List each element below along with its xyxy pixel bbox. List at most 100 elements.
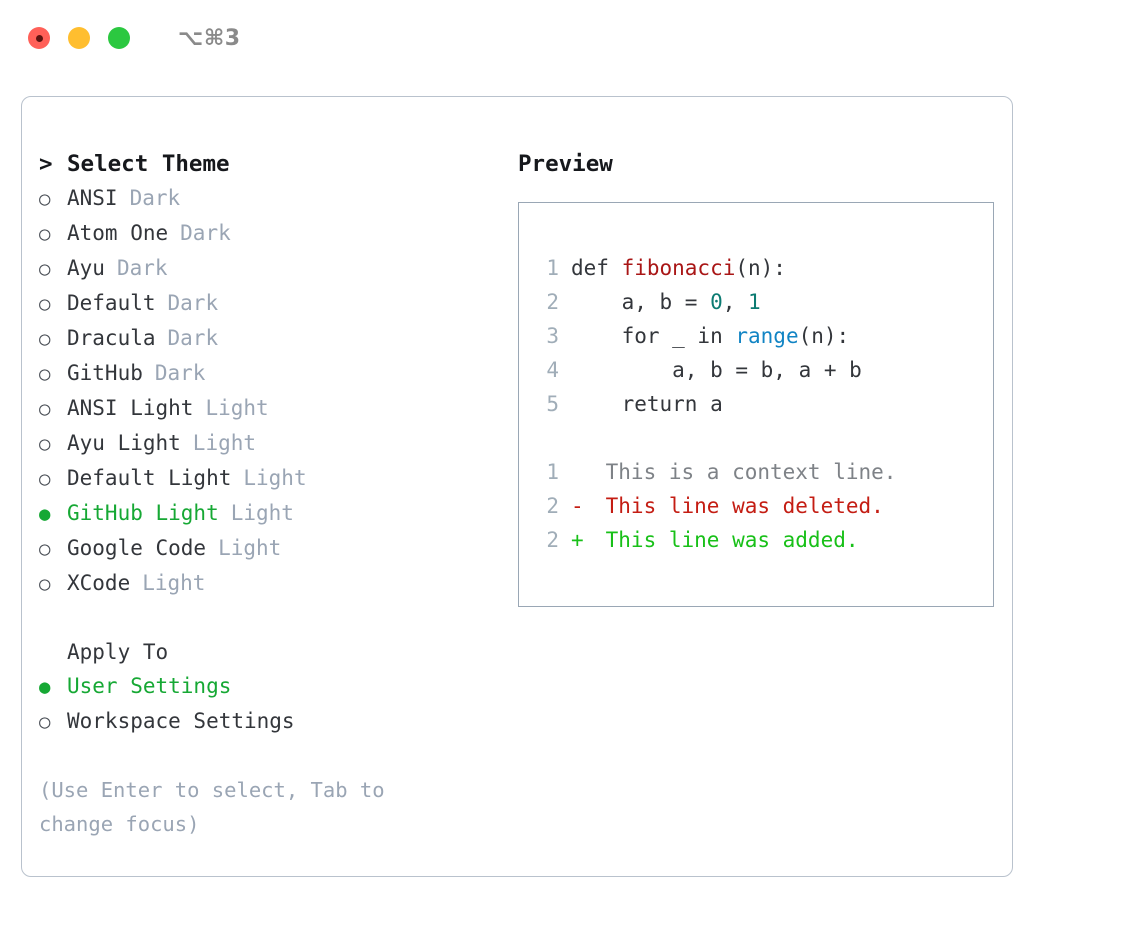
diff-line: 1 This is a context line. — [533, 455, 993, 489]
theme-variant-badge: Dark — [167, 291, 219, 315]
radio-selected-icon: ● — [39, 503, 51, 525]
theme-option-dracula[interactable]: ○ Dracula Dark — [39, 321, 501, 356]
theme-option-label: GitHub — [67, 361, 143, 385]
apply-to-option-workspace-settings[interactable]: ○ Workspace Settings — [39, 704, 501, 739]
radio-unselected-icon: ○ — [39, 433, 51, 455]
diff-sign: - — [571, 494, 584, 518]
code-line-text: for _ in range(n): — [571, 319, 850, 353]
blank-marker: ○ — [39, 635, 67, 669]
code-token: def — [571, 256, 622, 280]
diff-line-number: 2 — [546, 494, 559, 518]
code-line-number: 5 — [546, 392, 559, 416]
theme-option-label: Ayu — [67, 256, 105, 280]
radio-unselected-icon: ○ — [39, 363, 51, 385]
theme-variant-badge: Dark — [180, 221, 231, 245]
theme-variant-badge: Dark — [129, 186, 181, 210]
radio-unselected-icon: ○ — [39, 258, 51, 280]
theme-option-label: ANSI Light — [67, 396, 194, 420]
theme-option-github-light[interactable]: ● GitHub Light Light — [39, 496, 501, 531]
radio-selected-icon: ● — [39, 676, 51, 698]
preview-spacer — [533, 421, 993, 455]
code-line-text: return a — [571, 387, 723, 421]
code-token: 1 — [748, 290, 761, 314]
theme-option-ayu-light[interactable]: ○ Ayu Light Light — [39, 426, 501, 461]
theme-option-label: Ayu Light — [67, 431, 181, 455]
apply-to-heading: ○ Apply To — [39, 635, 501, 669]
code-token: (n): — [735, 256, 786, 280]
window-titlebar: ⌥⌘3 — [0, 0, 1140, 76]
apply-to-option-user-settings[interactable]: ● User Settings — [39, 669, 501, 704]
preview-title: Preview — [518, 151, 613, 177]
theme-variant-badge: Light — [142, 571, 206, 595]
theme-variant-badge: Light — [230, 501, 294, 525]
code-token: return a — [571, 392, 723, 416]
theme-option-ayu[interactable]: ○ Ayu Dark — [39, 251, 501, 286]
diff-line-text: This is a context line. — [593, 460, 897, 484]
apply-to-option-label: Workspace Settings — [67, 709, 295, 733]
code-line: 2 a, b = 0, 1 — [533, 285, 993, 319]
code-line-number: 3 — [546, 324, 559, 348]
diff-sign — [571, 455, 593, 489]
radio-unselected-icon: ○ — [39, 188, 51, 210]
code-token: range — [735, 324, 799, 348]
diff-line-number: 2 — [546, 528, 559, 552]
list-spacer — [39, 601, 501, 635]
diff-line-number: 1 — [546, 460, 559, 484]
code-line-number: 2 — [546, 290, 559, 314]
radio-unselected-icon: ○ — [39, 573, 51, 595]
diff-line: 2+ This line was added. — [533, 523, 993, 557]
theme-variant-badge: Dark — [167, 326, 219, 350]
code-token: for _ in — [571, 324, 736, 348]
code-line-text: a, b = b, a + b — [571, 353, 862, 387]
theme-variant-badge: Light — [243, 466, 307, 490]
theme-option-label: Default Light — [67, 466, 232, 490]
code-token: 0 — [710, 290, 723, 314]
window-controls — [28, 27, 130, 49]
apply-to-option-list[interactable]: ● User Settings ○ Workspace Settings — [39, 669, 501, 739]
theme-option-label: GitHub Light — [67, 501, 219, 525]
radio-unselected-icon: ○ — [39, 223, 51, 245]
code-token: , — [722, 290, 749, 314]
theme-option-label: Atom One — [67, 221, 169, 245]
radio-unselected-icon: ○ — [39, 398, 51, 420]
maximize-button[interactable] — [108, 27, 130, 49]
code-token: a, b = b, a + b — [571, 358, 862, 382]
theme-option-label: Dracula — [67, 326, 156, 350]
theme-option-atom-one[interactable]: ○ Atom One Dark — [39, 216, 501, 251]
radio-unselected-icon: ○ — [39, 328, 51, 350]
radio-unselected-icon: ○ — [39, 711, 51, 733]
theme-option-label: Google Code — [67, 536, 207, 560]
code-token: (n): — [798, 324, 850, 348]
code-token: a, b = — [571, 290, 711, 314]
theme-option-github[interactable]: ○ GitHub Dark — [39, 356, 501, 391]
code-line: 3 for _ in range(n): — [533, 319, 993, 353]
minimize-button[interactable] — [68, 27, 90, 49]
page-title: > Select Theme — [39, 147, 501, 181]
caret-icon: > — [39, 151, 53, 177]
page-title-label: Select Theme — [67, 151, 230, 177]
close-button[interactable] — [28, 27, 50, 49]
diff-line: 2- This line was deleted. — [533, 489, 993, 523]
theme-variant-badge: Dark — [154, 361, 206, 385]
theme-option-xcode[interactable]: ○ XCode Light — [39, 566, 501, 601]
code-line-text: a, b = 0, 1 — [571, 285, 761, 319]
theme-option-label: XCode — [67, 571, 131, 595]
code-line: 4 a, b = b, a + b — [533, 353, 993, 387]
apply-to-heading-label: Apply To — [67, 640, 169, 664]
radio-unselected-icon: ○ — [39, 293, 51, 315]
theme-variant-badge: Dark — [116, 256, 168, 280]
apply-to-option-label: User Settings — [67, 674, 232, 698]
theme-variant-badge: Light — [192, 431, 257, 455]
theme-variant-badge: Light — [218, 536, 282, 560]
diff-line-text: This line was deleted. — [593, 494, 884, 518]
